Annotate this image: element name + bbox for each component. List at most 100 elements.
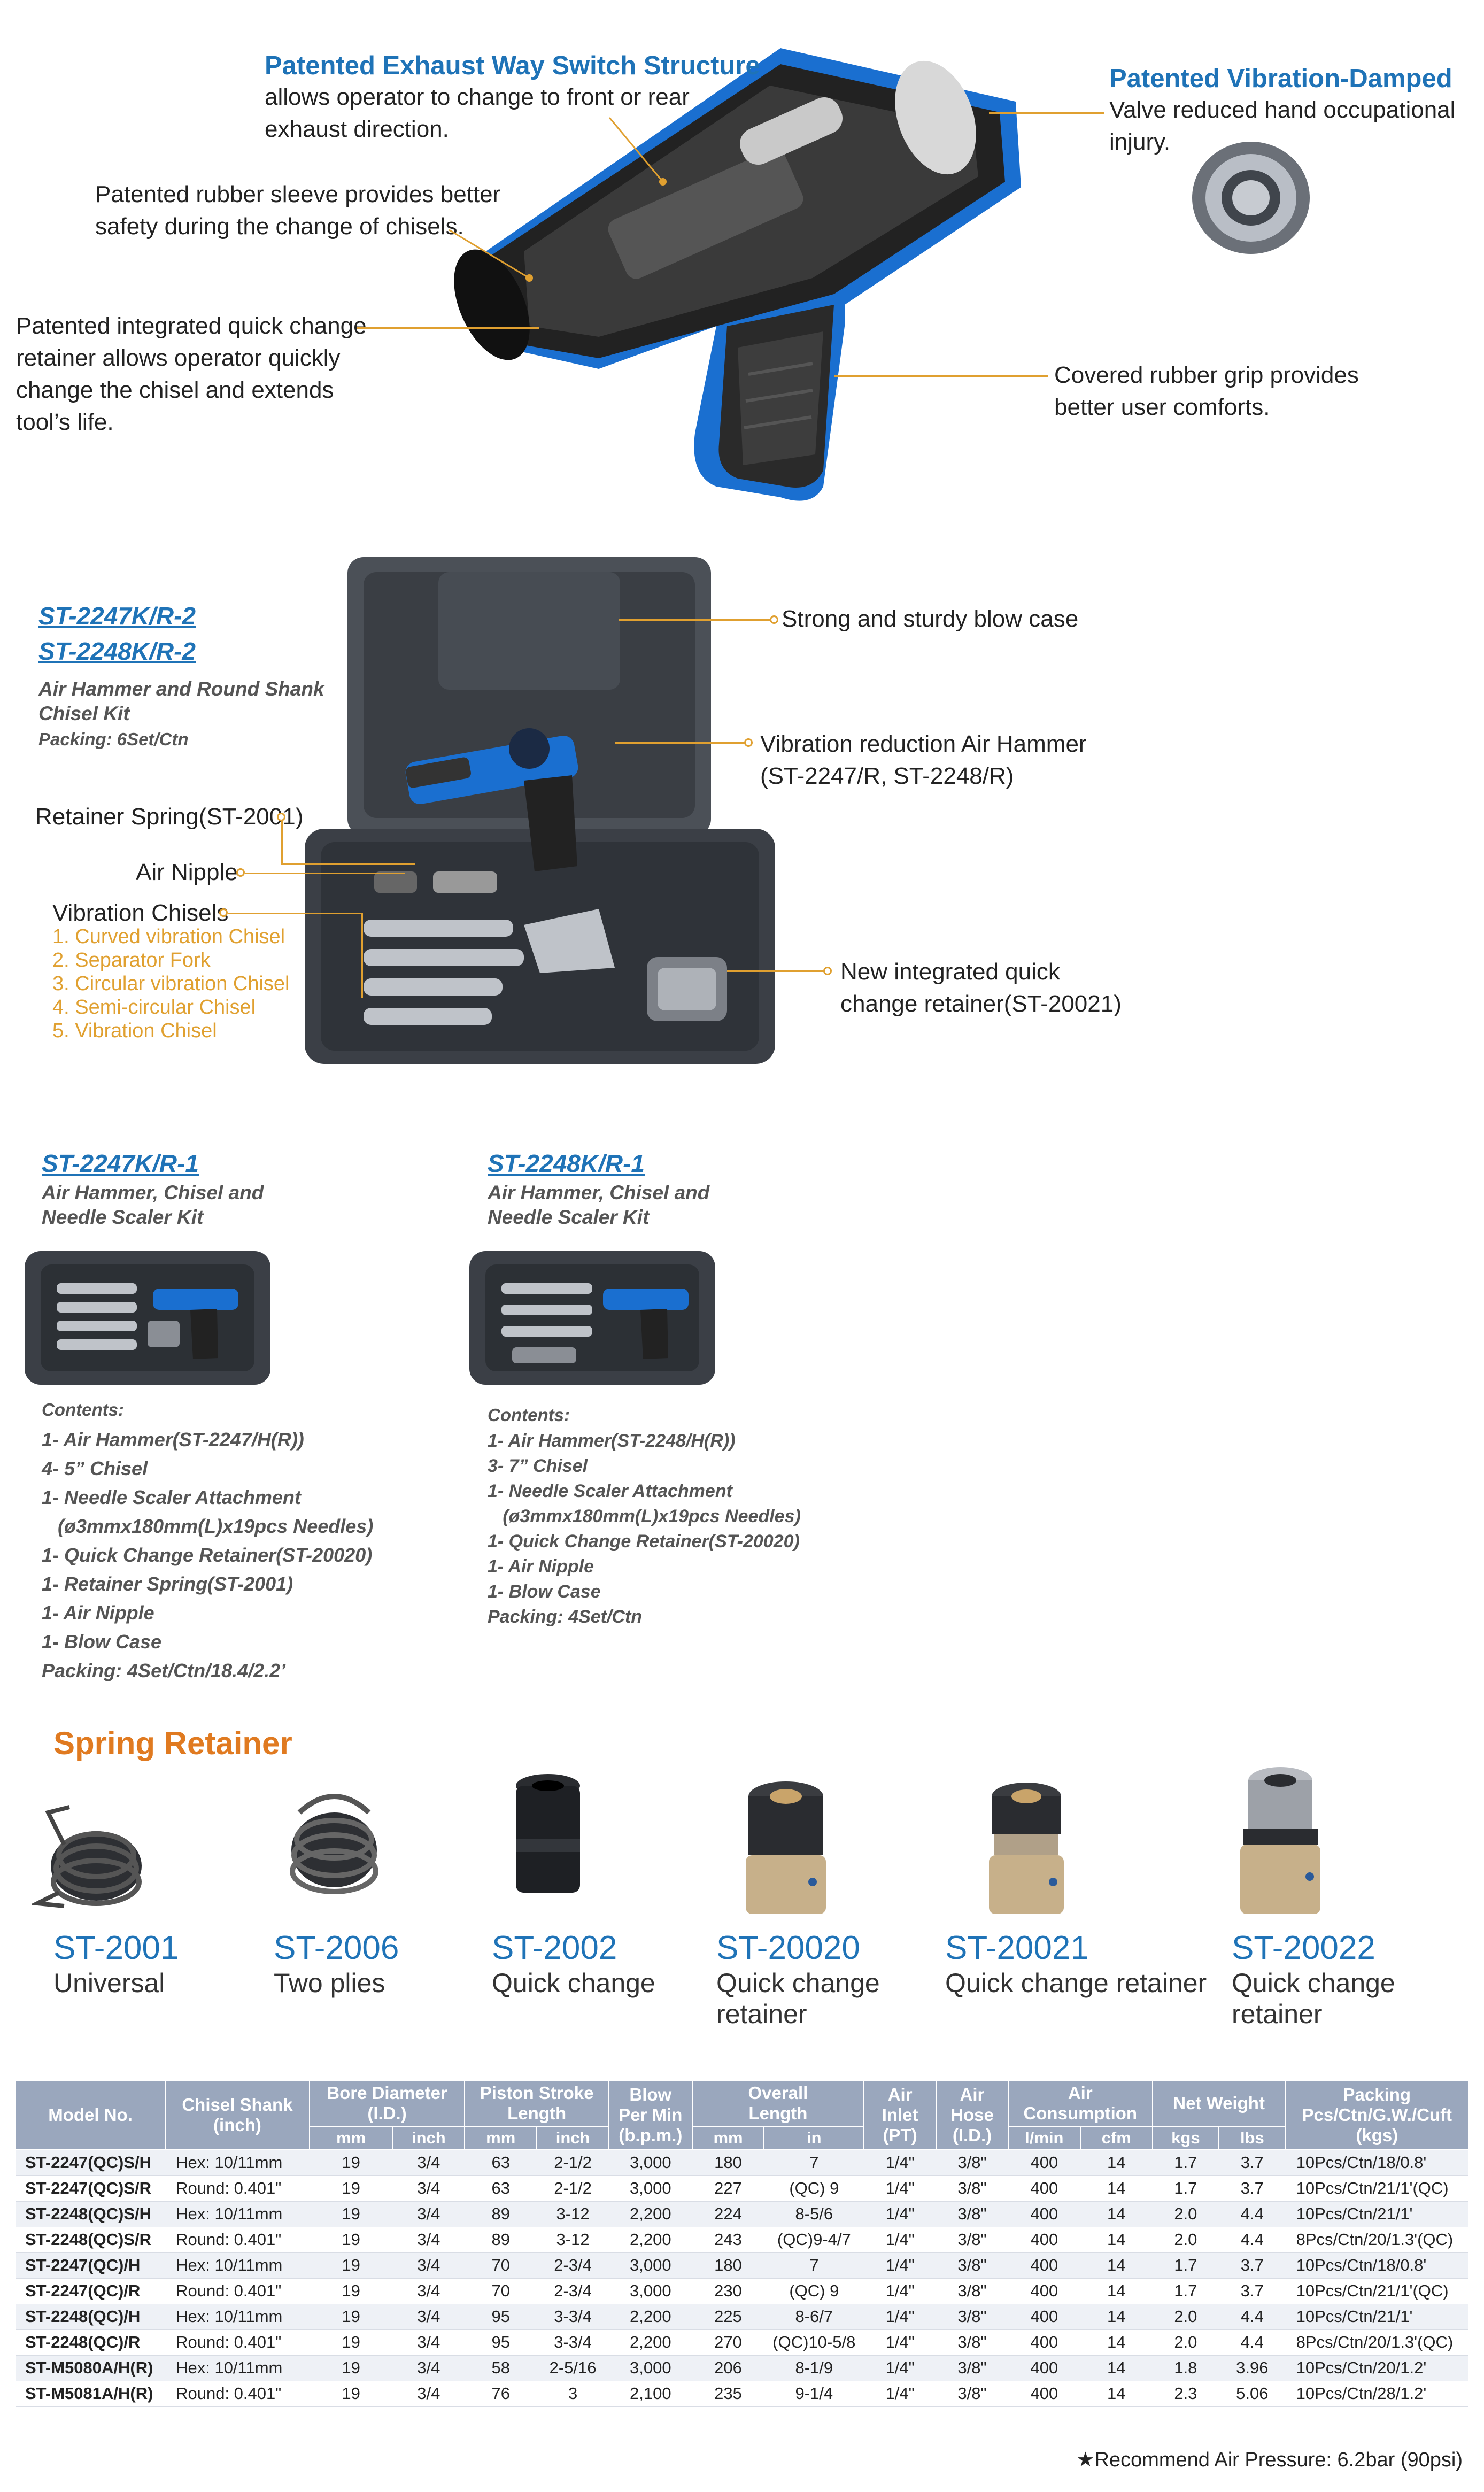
- chisels-leader-dot: [219, 908, 228, 917]
- header-weight: Net Weight: [1151, 2080, 1286, 2127]
- nipple-leader-line: [245, 873, 405, 874]
- st-2002-image: [516, 1774, 580, 1893]
- kit-r2-new-retainer-1: New integrated quick: [840, 959, 1060, 985]
- vibration-leader-line: [989, 112, 1104, 114]
- chisel-list: 1. Curved vibration Chisel 2. Separator …: [52, 925, 290, 1043]
- model-cell: ST-2248(QC)S/H: [16, 2201, 166, 2227]
- table-cell: Hex: 10/11mm: [165, 2150, 310, 2176]
- table-cell: 400: [1008, 2252, 1080, 2279]
- table-cell: 3/4: [392, 2252, 465, 2279]
- kit-2248-content-3: 1- Needle Scaler Attachment: [488, 1481, 732, 1501]
- hammer-leader-line: [615, 742, 748, 744]
- table-cell: Round: 0.401": [165, 2175, 310, 2202]
- exhaust-title: Patented Exhaust Way Switch Structure: [265, 51, 760, 80]
- table-cell: 8-1/9: [764, 2355, 864, 2381]
- table-cell: 400: [1008, 2201, 1080, 2227]
- retainer-desc: Two plies: [274, 1968, 385, 1998]
- vibration-text-2: injury.: [1109, 129, 1171, 155]
- table-cell: 400: [1008, 2355, 1080, 2381]
- kit-2247-content-1: 1- Air Hammer(ST-2247/H(R)): [42, 1429, 304, 1451]
- retainer-desc: Quick change retainer: [1232, 1968, 1395, 2029]
- table-cell: 3/4: [392, 2227, 465, 2253]
- table-cell: 19: [309, 2278, 393, 2304]
- table-cell: 89: [465, 2201, 537, 2227]
- table-cell: Hex: 10/11mm: [165, 2201, 310, 2227]
- kit-r2-desc-1: Air Hammer and Round Shank: [38, 678, 324, 700]
- table-cell: 19: [309, 2329, 393, 2356]
- model-cell: ST-M5080A/H(R): [16, 2355, 166, 2381]
- table-cell: 95: [465, 2304, 537, 2330]
- spec-table: Model No. Chisel Shank(inch) Bore Diamet…: [14, 2080, 1470, 2407]
- model-cell: ST-2247(QC)/H: [16, 2252, 166, 2279]
- blow-case-kit-image: [305, 557, 775, 1064]
- table-cell: 19: [309, 2355, 393, 2381]
- table-cell: 1/4": [864, 2227, 937, 2253]
- retainer-leader-line: [357, 327, 539, 329]
- table-cell: 1/4": [864, 2175, 937, 2202]
- table-cell: 1.7: [1152, 2278, 1219, 2304]
- table-cell: 1.7: [1152, 2175, 1219, 2202]
- table-cell: 10Pcs/Ctn/21/1': [1285, 2201, 1468, 2227]
- kit-2247-content-7: 1- Air Nipple: [42, 1602, 154, 1624]
- kit-r2-hammer-label-1: Vibration reduction Air Hammer: [760, 731, 1087, 757]
- retainer-desc: Quick change: [716, 1968, 880, 1998]
- subheader-piston-inch: inch: [536, 2126, 609, 2150]
- retainer-text-1: Patented integrated quick change: [16, 313, 367, 339]
- table-cell: 3/8": [936, 2329, 1008, 2356]
- st-20022-image: [1240, 1767, 1320, 1914]
- retainer-code: ST-2006: [274, 1930, 399, 1966]
- table-cell: 3.7: [1219, 2175, 1286, 2202]
- kit-2248-content-1: 1- Air Hammer(ST-2248/H(R)): [488, 1431, 736, 1451]
- table-cell: 2-3/4: [537, 2278, 609, 2304]
- table-cell: 19: [309, 2252, 393, 2279]
- kit-2247-content-5: 1- Quick Change Retainer(ST-20020): [42, 1544, 373, 1566]
- kit-2248-contents-title: Contents:: [488, 1405, 570, 1425]
- table-cell: 1.8: [1152, 2355, 1219, 2381]
- table-cell: 3.7: [1219, 2252, 1286, 2279]
- vibration-valve-image: [1192, 142, 1310, 254]
- retainer-desc: Quick change retainer: [945, 1968, 1207, 1998]
- model-cell: ST-2248(QC)S/R: [16, 2227, 166, 2253]
- kit-r2-hammer-label-2: (ST-2247/R, ST-2248/R): [760, 763, 1014, 789]
- table-cell: 180: [692, 2252, 764, 2279]
- exhaust-text-1: allows operator to change to front or re…: [265, 84, 690, 110]
- table-cell: 3,000: [609, 2175, 692, 2202]
- table-cell: 70: [465, 2278, 537, 2304]
- kit-2247-content-4: (ø3mmx180mm(L)x19pcs Needles): [42, 1515, 374, 1537]
- new-retainer-leader-dot: [823, 967, 832, 975]
- kit-2248-desc-2: Needle Scaler Kit: [488, 1206, 650, 1228]
- sleeve-text-2: safety during the change of chisels.: [95, 213, 464, 240]
- table-cell: 1.7: [1152, 2150, 1219, 2176]
- table-cell: 2.3: [1152, 2381, 1219, 2407]
- retainer-item-st-2002: ST-2002 Quick change: [492, 1929, 655, 1999]
- subheader-overall-in: in: [763, 2126, 865, 2150]
- table-cell: 10Pcs/Ctn/21/1': [1285, 2304, 1468, 2330]
- retainer-item-st-20022: ST-20022 Quick change retainer: [1232, 1929, 1484, 2030]
- sleeve-leader-line: [449, 229, 533, 282]
- kit-2247-content-3: 1- Needle Scaler Attachment: [42, 1486, 301, 1508]
- kit-r2-desc-2: Chisel Kit: [38, 703, 130, 724]
- table-cell: 3/8": [936, 2175, 1008, 2202]
- table-cell: 206: [692, 2355, 764, 2381]
- st-2006-image: [290, 1794, 378, 1894]
- st-20020-image: [746, 1781, 826, 1914]
- subheader-lbs: lbs: [1218, 2126, 1286, 2150]
- table-cell: 3/4: [392, 2355, 465, 2381]
- table-cell: 14: [1080, 2355, 1153, 2381]
- subheader-overall-mm: mm: [691, 2126, 765, 2150]
- table-cell: 2.0: [1152, 2304, 1219, 2330]
- nipple-leader-dot: [236, 868, 245, 877]
- table-cell: 3/8": [936, 2201, 1008, 2227]
- table-cell: 4.4: [1219, 2201, 1286, 2227]
- table-cell: 400: [1008, 2227, 1080, 2253]
- table-cell: 3/8": [936, 2150, 1008, 2176]
- table-cell: 3/8": [936, 2381, 1008, 2407]
- exhaust-text-2: exhaust direction.: [265, 116, 449, 142]
- table-cell: 3.7: [1219, 2278, 1286, 2304]
- table-cell: 400: [1008, 2381, 1080, 2407]
